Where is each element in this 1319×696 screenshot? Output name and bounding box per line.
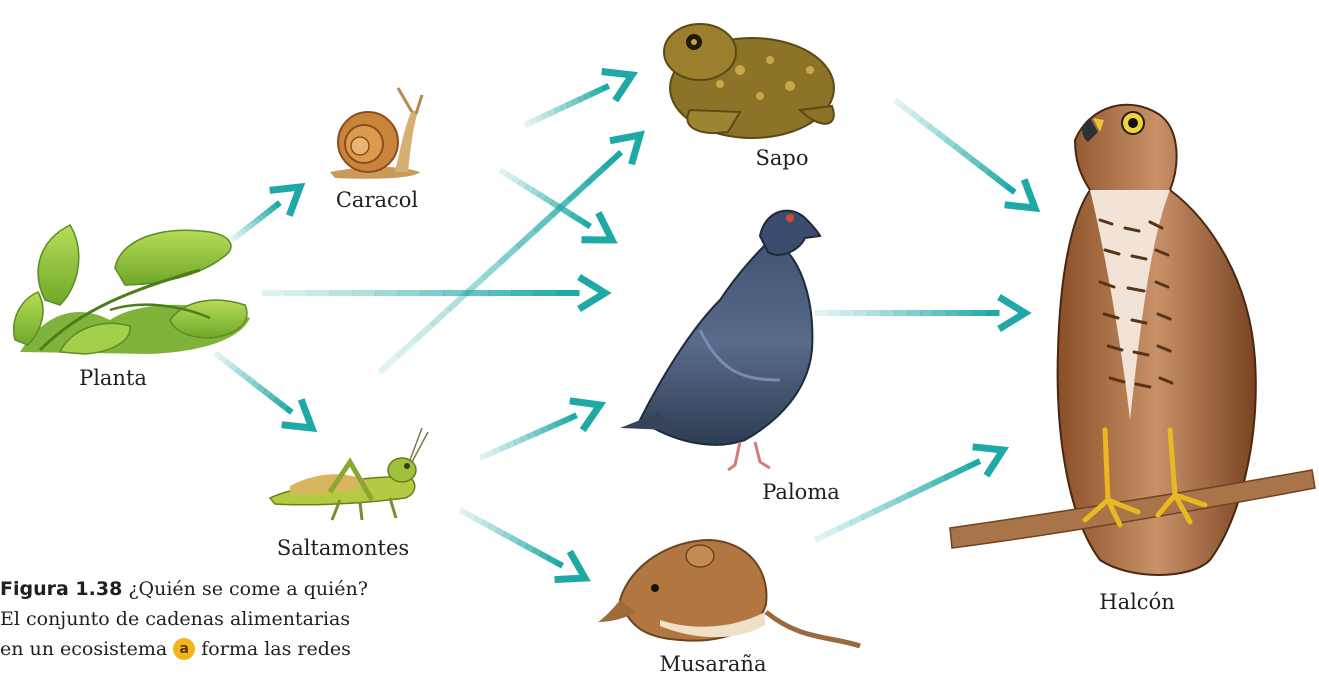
arrow-planta-to-saltamontes <box>215 353 312 428</box>
marker-a-badge: a <box>173 638 195 660</box>
arrow-planta-to-paloma <box>262 277 605 309</box>
arrowhead <box>1005 179 1035 208</box>
arrowhead <box>282 399 312 428</box>
arrow-sapo-to-halcon <box>895 100 1035 208</box>
arrow-caracol-to-paloma <box>500 170 612 240</box>
label-halcon: Halcón <box>1099 590 1174 614</box>
pigeon-image <box>620 211 820 470</box>
caption-line1: ¿Quién se come a quién? <box>128 578 368 600</box>
figure-number: Figura 1.38 <box>0 578 122 600</box>
arrowhead <box>999 297 1025 329</box>
label-planta: Planta <box>79 366 147 390</box>
snail-image <box>330 88 422 179</box>
arrow-paloma-to-halcon <box>815 297 1025 329</box>
figure-caption: Figura 1.38 ¿Quién se come a quién? El c… <box>0 574 400 664</box>
label-musarana: Musaraña <box>660 652 767 676</box>
plant-image <box>14 225 250 354</box>
hawk-image <box>950 105 1315 575</box>
shrew-image <box>598 540 860 646</box>
label-sapo: Sapo <box>756 146 809 170</box>
arrow-planta-to-caracol <box>232 187 300 240</box>
arrow-saltamontes-to-paloma <box>480 401 600 458</box>
toad-image <box>664 24 834 138</box>
arrowhead <box>579 277 605 309</box>
arrow-caracol-to-sapo <box>525 72 632 125</box>
caption-line3-start: en un ecosistema <box>0 638 167 660</box>
arrow-saltamontes-to-musarana <box>460 510 585 580</box>
grasshopper-image <box>270 428 428 520</box>
arrowhead <box>270 187 300 216</box>
caption-line2: El conjunto de cadenas alimentarias <box>0 604 400 634</box>
label-saltamontes: Saltamontes <box>277 536 409 560</box>
caption-line3-end: forma las redes <box>201 638 351 660</box>
arrow-saltamontes-to-sapo <box>380 135 640 372</box>
label-caracol: Caracol <box>336 188 418 212</box>
label-paloma: Paloma <box>762 480 840 504</box>
